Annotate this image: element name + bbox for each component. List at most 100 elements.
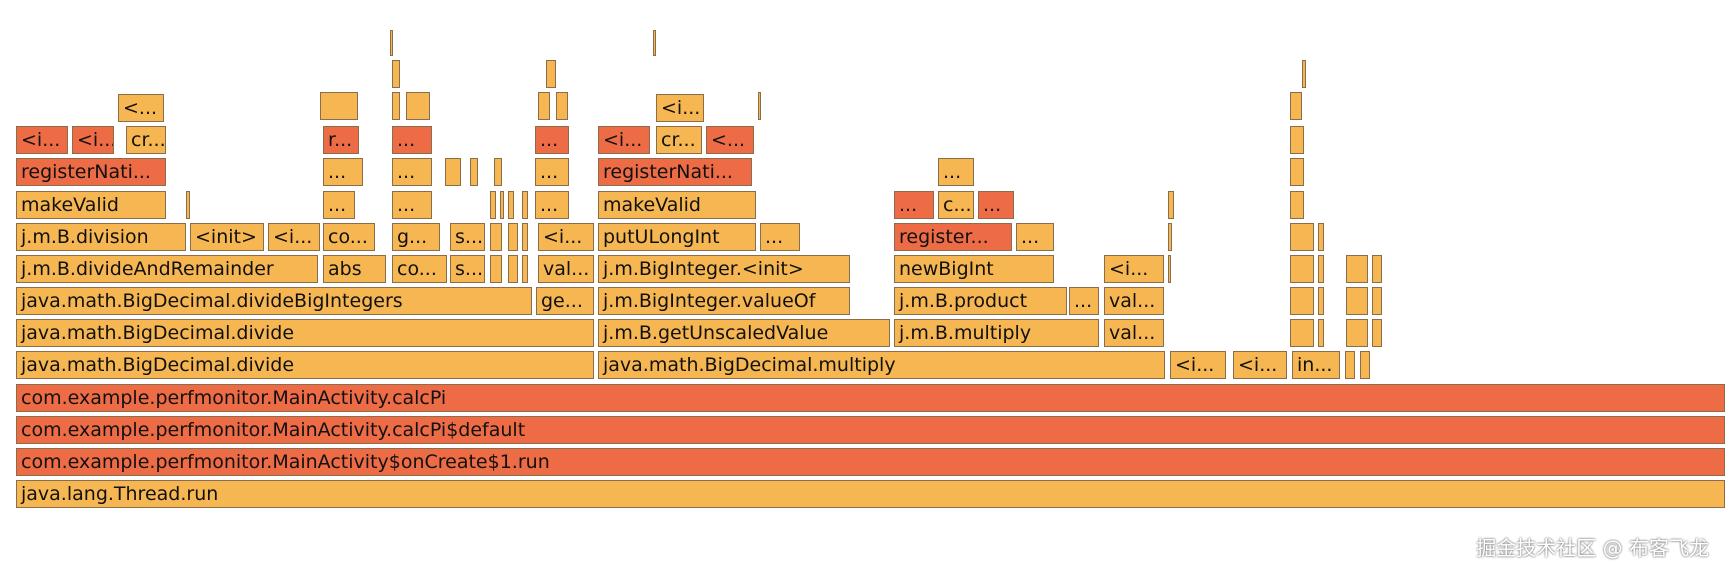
- frame-sliver[interactable]: [1318, 319, 1324, 347]
- frame-sliver[interactable]: [1290, 191, 1304, 219]
- frame-val[interactable]: val...: [538, 255, 594, 283]
- frame-c[interactable]: c...: [938, 191, 974, 219]
- frame-sliver[interactable]: [1302, 60, 1306, 88]
- frame-sliver[interactable]: [390, 30, 393, 56]
- frame-i[interactable]: <i...: [656, 94, 704, 122]
- frame-sliver[interactable]: [1318, 223, 1324, 251]
- frame-i[interactable]: <i...: [268, 223, 320, 251]
- frame-sliver[interactable]: [1318, 255, 1324, 283]
- frame-putulongint[interactable]: putULongInt: [598, 223, 756, 251]
- frame-makevalid[interactable]: makeValid: [598, 191, 756, 219]
- frame-registernati[interactable]: registerNati...: [598, 158, 752, 186]
- frame-frame[interactable]: ...: [323, 191, 355, 219]
- frame-frame[interactable]: [1345, 351, 1355, 379]
- frame-sliver[interactable]: [546, 60, 556, 88]
- frame-sliver[interactable]: [1372, 287, 1382, 315]
- frame-frame[interactable]: [1360, 351, 1370, 379]
- frame-sliver[interactable]: [406, 92, 430, 120]
- frame-co[interactable]: co...: [392, 255, 447, 283]
- frame-sliver[interactable]: [1290, 223, 1314, 251]
- frame-sliver[interactable]: [1168, 223, 1172, 251]
- frame-sliver[interactable]: [1346, 255, 1368, 283]
- frame-sliver[interactable]: [186, 191, 190, 219]
- frame-newbigint[interactable]: newBigInt: [894, 255, 1054, 283]
- frame-sliver[interactable]: [508, 223, 518, 251]
- frame-sliver[interactable]: [490, 223, 502, 251]
- frame-cr[interactable]: cr...: [656, 126, 702, 154]
- frame-frame[interactable]: ...: [1069, 287, 1099, 315]
- frame-frame[interactable]: ...: [535, 126, 569, 154]
- frame-i[interactable]: <i...: [598, 126, 650, 154]
- frame-sliver[interactable]: [1290, 319, 1314, 347]
- frame-sliver[interactable]: [490, 191, 496, 219]
- frame-frame[interactable]: ...: [535, 158, 569, 186]
- frame-s[interactable]: s...: [450, 223, 485, 251]
- frame-com-example-perfmonitor-mainactivity-oncreate-1-run[interactable]: com.example.perfmonitor.MainActivity$onC…: [16, 448, 1725, 476]
- frame-sliver[interactable]: [320, 92, 358, 120]
- frame-sliver[interactable]: [445, 158, 461, 186]
- frame-sliver[interactable]: [470, 158, 478, 186]
- frame-sliver[interactable]: [508, 191, 514, 219]
- frame-sliver[interactable]: [556, 92, 568, 120]
- frame-j-m-b-multiply[interactable]: j.m.B.multiply: [894, 319, 1099, 347]
- frame-j-m-b-product[interactable]: j.m.B.product: [894, 287, 1067, 315]
- frame-sliver[interactable]: [1372, 255, 1382, 283]
- frame-makevalid[interactable]: makeValid: [16, 191, 166, 219]
- frame-i[interactable]: <i...: [16, 126, 68, 154]
- frame-sliver[interactable]: [1290, 158, 1304, 186]
- frame-frame[interactable]: ...: [1016, 223, 1054, 251]
- frame-java-math-bigdecimal-divide[interactable]: java.math.BigDecimal.divide: [16, 351, 594, 379]
- frame-j-m-biginteger-valueof[interactable]: j.m.BigInteger.valueOf: [598, 287, 850, 315]
- frame-init[interactable]: <init>: [190, 223, 264, 251]
- frame-sliver[interactable]: [1346, 319, 1368, 347]
- frame-frame[interactable]: ...: [978, 191, 1014, 219]
- frame-sliver[interactable]: [1290, 126, 1304, 154]
- frame-sliver[interactable]: [490, 255, 502, 283]
- frame-j-m-b-divideandremainder[interactable]: j.m.B.divideAndRemainder: [16, 255, 318, 283]
- frame-sliver[interactable]: [1168, 191, 1174, 219]
- frame-s[interactable]: s...: [450, 255, 485, 283]
- frame-j-m-b-getunscaledvalue[interactable]: j.m.B.getUnscaledValue: [598, 319, 890, 347]
- frame-j-m-biginteger-init[interactable]: j.m.BigInteger.<init>: [598, 255, 850, 283]
- frame-java-math-bigdecimal-dividebigintegers[interactable]: java.math.BigDecimal.divideBigIntegers: [16, 287, 532, 315]
- frame-java-math-bigdecimal-divide[interactable]: java.math.BigDecimal.divide: [16, 319, 594, 347]
- frame-i[interactable]: <i...: [1233, 351, 1287, 379]
- frame-sliver[interactable]: [1372, 319, 1382, 347]
- frame-i[interactable]: <i...: [1170, 351, 1226, 379]
- frame-sliver[interactable]: [522, 191, 528, 219]
- frame-co[interactable]: co...: [323, 223, 375, 251]
- frame-sliver[interactable]: [522, 255, 528, 283]
- frame-in[interactable]: in...: [1292, 351, 1340, 379]
- frame-sliver[interactable]: [538, 92, 550, 120]
- frame-java-lang-thread-run[interactable]: java.lang.Thread.run: [16, 480, 1725, 508]
- frame-val[interactable]: val...: [1104, 287, 1164, 315]
- frame-sliver[interactable]: [508, 255, 518, 283]
- frame-i[interactable]: <i...: [1104, 255, 1164, 283]
- frame-sliver[interactable]: [1168, 255, 1171, 283]
- frame-i[interactable]: <i...: [72, 126, 114, 154]
- frame-frame[interactable]: ...: [938, 158, 974, 186]
- frame-frame[interactable]: ...: [323, 158, 363, 186]
- frame-sliver[interactable]: [758, 92, 761, 120]
- frame-sliver[interactable]: [392, 92, 400, 120]
- frame-sliver[interactable]: [494, 158, 502, 186]
- frame-frame[interactable]: ...: [392, 126, 432, 154]
- frame-sliver[interactable]: [392, 60, 400, 88]
- frame-sliver[interactable]: [1290, 92, 1302, 120]
- frame-frame[interactable]: ...: [392, 191, 432, 219]
- frame-frame[interactable]: ...: [760, 223, 800, 251]
- frame-frame[interactable]: ...: [392, 158, 432, 186]
- frame-register[interactable]: register...: [894, 223, 1012, 251]
- frame-i[interactable]: <i...: [538, 223, 594, 251]
- frame-frame[interactable]: ...: [535, 191, 569, 219]
- frame-g[interactable]: g...: [392, 223, 440, 251]
- frame-sliver[interactable]: [1318, 287, 1324, 315]
- frame-com-example-perfmonitor-mainactivity-calcpi-default[interactable]: com.example.perfmonitor.MainActivity.cal…: [16, 416, 1725, 444]
- frame-r[interactable]: r...: [323, 126, 359, 154]
- frame-val[interactable]: val...: [1104, 319, 1164, 347]
- frame-frame[interactable]: ...: [894, 191, 934, 219]
- frame-cr[interactable]: cr...: [126, 126, 166, 154]
- frame-sliver[interactable]: [653, 30, 656, 56]
- frame-ge[interactable]: ge...: [536, 287, 594, 315]
- frame-sliver[interactable]: [522, 223, 528, 251]
